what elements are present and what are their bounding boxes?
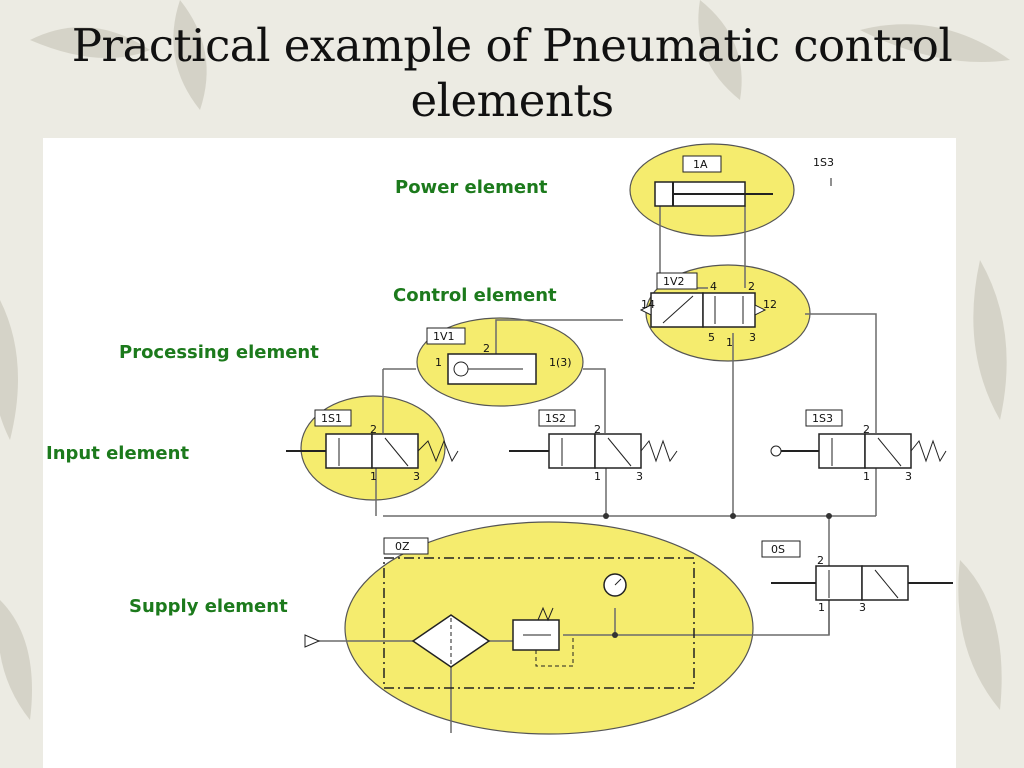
power-element-label: Power element	[395, 177, 548, 198]
shuttle-valve-1v1: 1V1 1 2 1(3)	[426, 327, 572, 385]
port-3-1s1: 3	[413, 470, 420, 483]
port-4: 4	[710, 280, 717, 293]
port-1-1s2: 1	[594, 470, 601, 483]
port-2-sv: 2	[483, 342, 490, 355]
supply-unit-tag: 0Z	[395, 540, 410, 553]
port-12: 12	[763, 298, 777, 311]
slide-title: Practical example of Pneumatic control e…	[0, 18, 1024, 128]
port-1-cv: 1	[726, 336, 733, 349]
shutoff-valve-0s: 0S 2 1 3	[761, 540, 953, 614]
port-14: 14	[641, 298, 655, 311]
pneumatic-circuit-diagram: 1A 1S3 Power element 1V2 4 2 14 12 5 1 3…	[46, 143, 953, 735]
slide-title-line-2: elements	[410, 74, 614, 127]
port-2-0s: 2	[817, 554, 824, 567]
port-5: 5	[708, 331, 715, 344]
input-valve-1s2: 1S2 2 1 3	[509, 409, 678, 483]
port-1-3-sv: 1(3)	[549, 356, 572, 369]
port-2-1s2: 2	[594, 423, 601, 436]
control-valve-tag: 1V2	[663, 275, 685, 288]
cylinder-1a: 1A 1S3	[654, 155, 834, 207]
limit-marker-text: 1S3	[813, 156, 834, 169]
input-element-label: Input element	[46, 443, 189, 464]
port-1-sv: 1	[435, 356, 442, 369]
port-2-1s3: 2	[863, 423, 870, 436]
supply-unit-0z: 0Z	[304, 537, 695, 689]
port-1-1s3: 1	[863, 470, 870, 483]
diagram-panel: 1A 1S3 Power element 1V2 4 2 14 12 5 1 3…	[43, 138, 956, 768]
port-2: 2	[748, 280, 755, 293]
cylinder-tag	[682, 155, 722, 173]
processing-element-label: Processing element	[119, 342, 319, 363]
input-valve-2-tag: 1S2	[545, 412, 566, 425]
control-valve-1v2: 1V2 4 2 14 12 5 1 3	[639, 272, 777, 349]
input-valve-1s3: 1S3 2 1 3	[770, 409, 947, 483]
slide-title-line-1: Practical example of Pneumatic control	[71, 19, 953, 72]
cylinder-tag-text: 1A	[693, 158, 708, 171]
supply-element-label: Supply element	[129, 596, 288, 617]
shuttle-valve-tag: 1V1	[433, 330, 455, 343]
port-1-1s1: 1	[370, 470, 377, 483]
port-2-1s1: 2	[370, 423, 377, 436]
shutoff-valve-tag: 0S	[771, 543, 785, 556]
port-3-1s3: 3	[905, 470, 912, 483]
pipe-lines	[318, 206, 877, 733]
input-valve-1-tag: 1S1	[321, 412, 342, 425]
input-valve-1s1: 1S1 2 1 3	[286, 409, 459, 483]
port-3-0s: 3	[859, 601, 866, 614]
control-element-label: Control element	[393, 285, 557, 306]
port-1-0s: 1	[818, 601, 825, 614]
port-3-cv: 3	[749, 331, 756, 344]
input-valve-3-tag: 1S3	[812, 412, 833, 425]
port-3-1s2: 3	[636, 470, 643, 483]
